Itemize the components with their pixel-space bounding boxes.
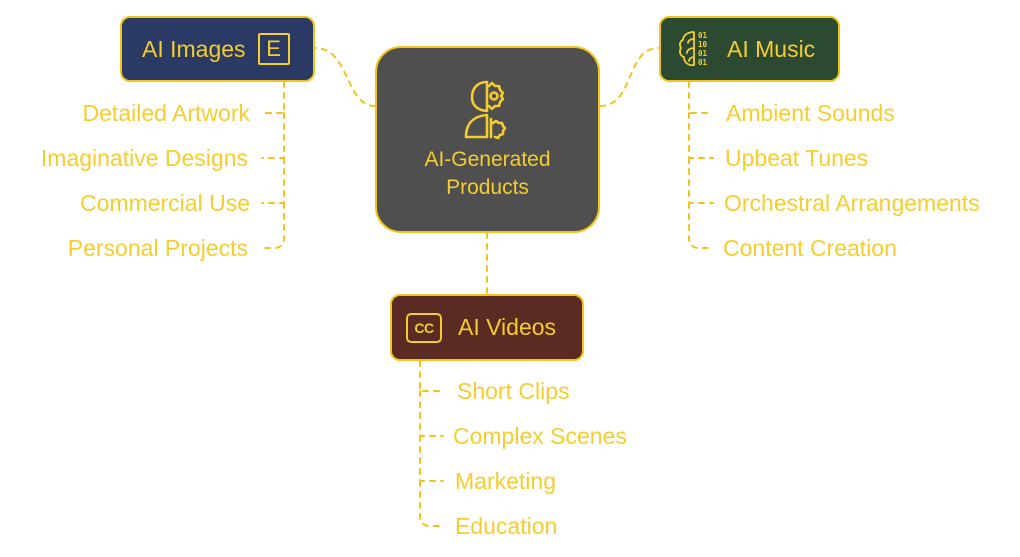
connector-images-detailed-artwork (261, 81, 285, 114)
leaf-videos-complex-scenes: Complex Scenes (453, 423, 627, 449)
leaf-videos-marketing: Marketing (455, 468, 556, 494)
connector-videos-short-clips (419, 360, 444, 392)
ai-head-gear-icon (464, 80, 506, 139)
connector-videos-education (419, 480, 444, 527)
branch-ai-music: 01 10 01 01 AI Music (659, 16, 840, 82)
connector-images-personal-projects (261, 202, 285, 249)
branch-ai-images: AI Images E (120, 16, 315, 82)
leaf-music-upbeat-tunes: Upbeat Tunes (725, 145, 869, 171)
connector-videos-marketing (419, 435, 444, 482)
svg-text:01: 01 (698, 31, 708, 40)
branch-ai-videos-label: AI Videos (458, 314, 557, 340)
leaf-music-content-creation: Content Creation (723, 235, 897, 261)
closed-captions-icon: CC (406, 312, 442, 343)
leaf-images-imaginative-designs: Imaginative Designs (40, 145, 248, 171)
brain-binary-icon: 01 10 01 01 (679, 31, 708, 67)
leaf-music-ambient-sounds: Ambient Sounds (726, 100, 895, 126)
connector-music-orchestral-arrangements (688, 157, 714, 204)
branch-ai-music-label: AI Music (727, 35, 816, 62)
connector-music-ambient-sounds (688, 81, 714, 114)
leaf-images-detailed-artwork: Detailed Artwork (82, 100, 250, 126)
leaf-videos-short-clips: Short Clips (457, 378, 570, 404)
connector-center-images (314, 47, 376, 107)
svg-text:01: 01 (698, 58, 708, 67)
connector-images-commercial-use (261, 157, 285, 204)
branch-ai-videos: CC AI Videos (390, 294, 584, 361)
connector-music-upbeat-tunes (688, 112, 714, 159)
letter-e-icon: E (257, 33, 290, 65)
leaf-music-orchestral-arrangements: Orchestral Arrangements (724, 190, 980, 216)
connector-center-music (599, 47, 660, 107)
branch-ai-images-label: AI Images (142, 35, 246, 62)
connector-music-content-creation (688, 202, 714, 249)
svg-text:10: 10 (698, 40, 708, 49)
leaf-images-personal-projects: Personal Projects (67, 235, 248, 261)
connector-videos-complex-scenes (419, 390, 444, 437)
connector-images-imaginative-designs (261, 112, 285, 159)
leaf-images-commercial-use: Commercial Use (80, 190, 250, 216)
center-node: AI-Generated Products (375, 46, 600, 233)
svg-text:01: 01 (698, 49, 708, 58)
leaf-videos-education: Education (455, 513, 558, 539)
center-title: AI-Generated Products (424, 147, 551, 199)
